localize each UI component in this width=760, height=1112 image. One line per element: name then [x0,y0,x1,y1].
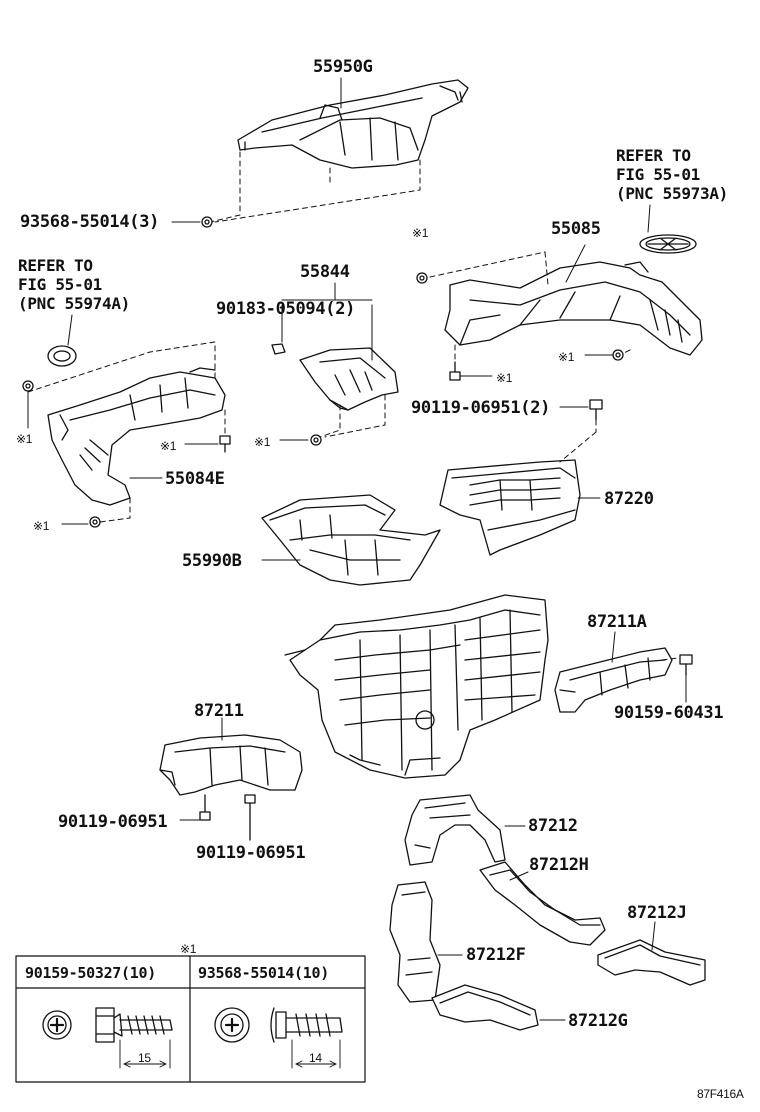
note-mark: ※1 [33,519,50,533]
clip-icon [22,380,34,392]
clip-icon [201,216,213,228]
part-55950G-drawing [237,79,469,169]
part-label-87211[interactable]: 87211 [194,701,244,721]
screw-50327-drawing [42,1007,173,1069]
part-label-55990B[interactable]: 55990B [182,551,242,571]
refer-left-line3[interactable]: (PNC 55974A) [18,294,130,313]
note-mark: ※1 [412,226,429,240]
clip-icon [416,272,428,284]
bolt-icon [679,654,693,676]
part-55844-drawing [271,343,399,411]
part-label-90119-06951[interactable]: 90119-06951 [196,843,306,863]
screw-icon [244,794,256,841]
legend-col2-dimension: 14 [309,1051,322,1065]
part-label-87212G[interactable]: 87212G [568,1011,628,1031]
clip-55014-drawing [214,1007,343,1069]
note-mark: ※1 [160,439,177,453]
legend-col1-dimension: 15 [138,1051,151,1065]
part-87211-drawing [159,734,303,796]
refer-right-line1: REFER TO [616,146,691,165]
legend-col1-title[interactable]: 90159-50327(10) [25,964,156,982]
part-label-87212J[interactable]: 87212J [627,903,687,923]
part-55084E-drawing [47,367,226,506]
note-mark: ※1 [558,350,575,364]
part-label-87212H[interactable]: 87212H [529,855,589,875]
part-55085-drawing [444,261,703,356]
part-87212J-drawing [597,939,706,986]
part-label-87220[interactable]: 87220 [604,489,654,509]
part-label-90183-05094-2[interactable]: 90183-05094(2) [216,299,356,319]
refer-part-55974A-drawing [47,345,77,367]
note-mark: ※1 [496,371,513,385]
part-87212G-drawing [431,984,539,1031]
part-label-93568-55014-3[interactable]: 93568-55014(3) [20,212,160,232]
part-87211A-drawing [554,647,673,713]
legend-mark: ※1 [180,942,197,956]
screw-icon [449,361,461,381]
part-87212H-drawing [479,861,606,946]
part-label-87212F[interactable]: 87212F [466,945,526,965]
clip-icon [310,434,322,446]
part-label-90159-60431[interactable]: 90159-60431 [614,703,724,723]
part-label-90119-06951[interactable]: 90119-06951 [58,812,168,832]
note-mark: ※1 [16,432,33,446]
part-label-87211A[interactable]: 87211A [587,612,647,632]
part-87220-drawing [439,459,581,556]
part-label-55844[interactable]: 55844 [300,262,350,282]
part-label-87212[interactable]: 87212 [528,816,578,836]
refer-right-line2: FIG 55-01 [616,165,700,184]
refer-part-55973A-drawing [639,234,697,254]
bolt-icon [589,399,603,421]
screw-icon [219,435,231,453]
part-55990B-drawing [261,494,441,586]
part-label-90119-06951-2[interactable]: 90119-06951(2) [411,398,551,418]
note-mark: ※1 [254,435,271,449]
refer-left-line1: REFER TO [18,256,93,275]
screw-icon [199,794,211,821]
legend-col2-title[interactable]: 93568-55014(10) [198,964,329,982]
part-label-55084E[interactable]: 55084E [165,469,225,489]
part-87212F-drawing [389,881,441,1003]
part-label-55085[interactable]: 55085 [551,219,601,239]
refer-right-line3[interactable]: (PNC 55973A) [616,184,728,203]
refer-left-line2: FIG 55-01 [18,275,102,294]
figure-code: 87F416A [697,1087,744,1101]
clip-icon [89,516,101,528]
clip-icon [612,349,624,361]
part-87212-drawing [404,794,506,866]
part-label-55950G[interactable]: 55950G [313,57,373,77]
hvac-unit-drawing [284,594,549,779]
